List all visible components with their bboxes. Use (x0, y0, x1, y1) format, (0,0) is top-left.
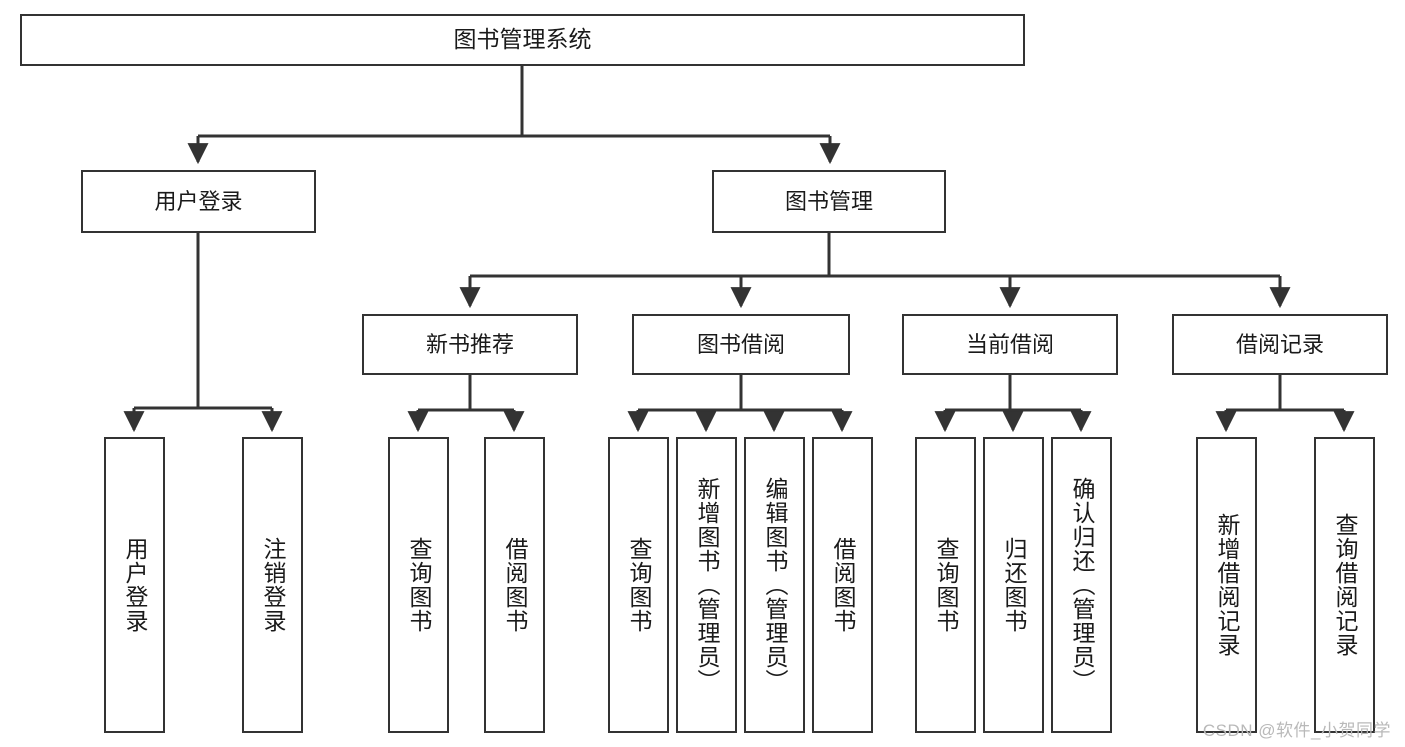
node-leaf-add-borrow-record-label: 新增借阅记录 (1214, 513, 1240, 657)
node-leaf-user-login-label: 用户登录 (122, 537, 148, 633)
node-book-manage-label: 图书管理 (784, 188, 873, 214)
node-root-label: 图书管理系统 (453, 26, 592, 53)
node-leaf-query-book-borrow-label: 查询图书 (626, 537, 652, 633)
node-leaf-borrow-book-new-recommend[interactable]: 借阅图书 (484, 437, 545, 733)
node-book-manage[interactable]: 图书管理 (712, 170, 946, 233)
node-leaf-query-book-new-recommend[interactable]: 查询图书 (388, 437, 449, 733)
node-leaf-borrow-book-label: 借阅图书 (830, 537, 856, 633)
node-leaf-user-login[interactable]: 用户登录 (104, 437, 165, 733)
node-leaf-return-book[interactable]: 归还图书 (983, 437, 1044, 733)
node-leaf-borrow-book-new-recommend-label: 借阅图书 (502, 537, 528, 633)
node-leaf-confirm-return-admin-label: 确认归还（管理员） (1069, 477, 1095, 693)
node-leaf-borrow-book[interactable]: 借阅图书 (812, 437, 873, 733)
node-leaf-add-borrow-record[interactable]: 新增借阅记录 (1196, 437, 1257, 733)
node-user-login[interactable]: 用户登录 (81, 170, 316, 233)
node-leaf-query-borrow-record-label: 查询借阅记录 (1332, 513, 1358, 657)
csdn-watermark: CSDN @软件_小贺同学 (1202, 721, 1391, 740)
node-borrow-record[interactable]: 借阅记录 (1172, 314, 1388, 375)
node-root-system[interactable]: 图书管理系统 (20, 14, 1025, 66)
node-leaf-add-book-admin-label: 新增图书（管理员） (694, 477, 720, 693)
node-leaf-query-book-new-recommend-label: 查询图书 (406, 537, 432, 633)
node-book-borrow[interactable]: 图书借阅 (632, 314, 850, 375)
node-leaf-logout-login[interactable]: 注销登录 (242, 437, 303, 733)
node-user-login-label: 用户登录 (154, 188, 243, 214)
node-leaf-logout-login-label: 注销登录 (260, 537, 286, 633)
node-leaf-query-book-current-label: 查询图书 (933, 537, 959, 633)
node-new-book-recommend-label: 新书推荐 (425, 331, 514, 357)
node-leaf-query-borrow-record[interactable]: 查询借阅记录 (1314, 437, 1375, 733)
node-leaf-edit-book-admin[interactable]: 编辑图书（管理员） (744, 437, 805, 733)
node-book-borrow-label: 图书借阅 (696, 331, 785, 357)
node-leaf-query-book-borrow[interactable]: 查询图书 (608, 437, 669, 733)
node-leaf-query-book-current[interactable]: 查询图书 (915, 437, 976, 733)
node-leaf-confirm-return-admin[interactable]: 确认归还（管理员） (1051, 437, 1112, 733)
node-borrow-record-label: 借阅记录 (1235, 331, 1324, 357)
node-leaf-edit-book-admin-label: 编辑图书（管理员） (762, 477, 788, 693)
node-new-book-recommend[interactable]: 新书推荐 (362, 314, 578, 375)
node-leaf-add-book-admin[interactable]: 新增图书（管理员） (676, 437, 737, 733)
node-leaf-return-book-label: 归还图书 (1001, 537, 1027, 633)
node-current-borrow-label: 当前借阅 (965, 331, 1054, 357)
node-current-borrow[interactable]: 当前借阅 (902, 314, 1118, 375)
